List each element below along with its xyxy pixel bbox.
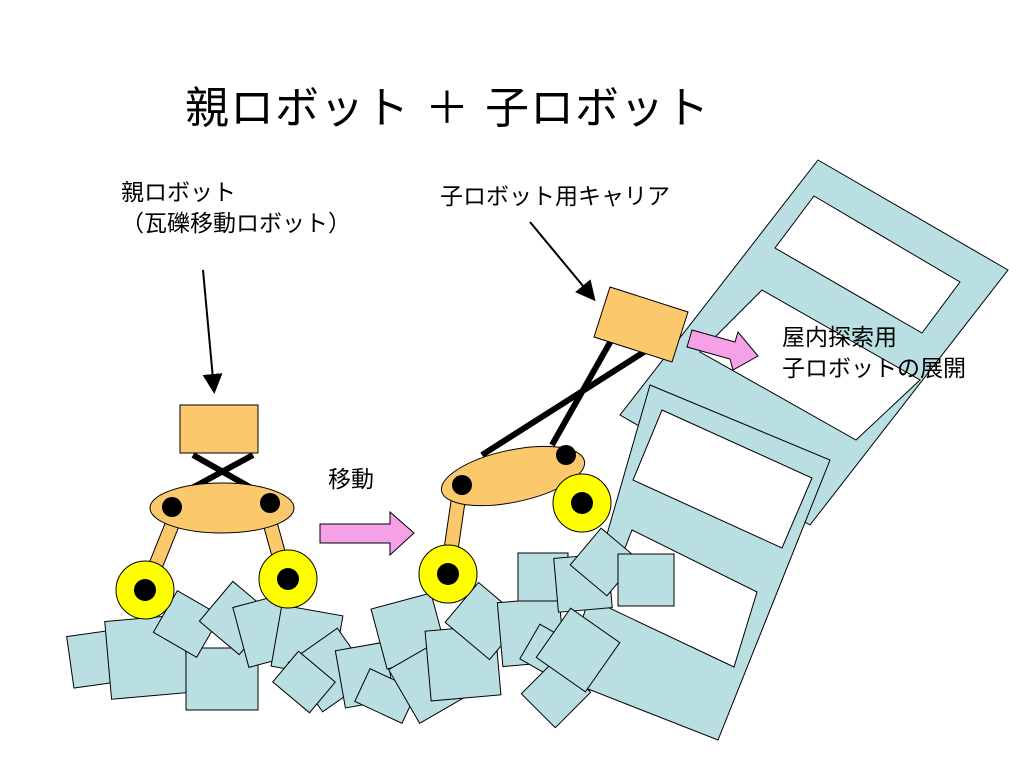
wheel-hub [571, 492, 593, 514]
rubble-block [535, 607, 621, 693]
rubble-block [617, 553, 675, 607]
parent-pointer-arrow [202, 269, 223, 394]
parent-robot-label-line2: （瓦礫移動ロボット） [121, 211, 351, 237]
raised-carrier-box [593, 286, 689, 363]
slide-title: 親ロボット ＋ 子ロボット [185, 83, 710, 134]
wheel-hub [134, 579, 156, 601]
parent-robot-label: 親ロボット （瓦礫移動ロボット） [121, 178, 351, 240]
joint [260, 493, 280, 513]
joint [556, 445, 576, 465]
deploy-arrow [686, 329, 759, 371]
rubble-block [272, 650, 336, 714]
parent-robot-label-line1: 親ロボット [121, 180, 236, 206]
rubble-block [152, 590, 222, 658]
wheel-hub [277, 568, 299, 590]
parent-carrier-box [179, 404, 259, 454]
deploying-robot [418, 286, 689, 604]
joint [452, 475, 472, 495]
deploy-label-line1: 屋内探索用 [782, 325, 897, 351]
parent-robot [115, 404, 318, 620]
carrier-arm [480, 342, 657, 458]
joint [162, 497, 182, 517]
carrier-arm [549, 328, 620, 447]
deploy-label-line2: 子ロボットの展開 [782, 356, 966, 382]
carrier-label: 子ロボット用キャリア [440, 184, 670, 210]
rubble-pile [66, 527, 675, 729]
collapsed-building [564, 159, 1009, 741]
movement-arrow [319, 510, 415, 557]
movement-label: 移動 [328, 467, 374, 493]
wheel-hub [437, 563, 459, 585]
deploying-robot-body [440, 445, 586, 507]
parent-scissor-link [190, 452, 255, 491]
parent-robot-body [149, 482, 295, 534]
carrier-pointer-arrow [529, 221, 596, 302]
deploy-label: 屋内探索用 子ロボットの展開 [782, 323, 966, 385]
rubble-block [354, 668, 418, 724]
